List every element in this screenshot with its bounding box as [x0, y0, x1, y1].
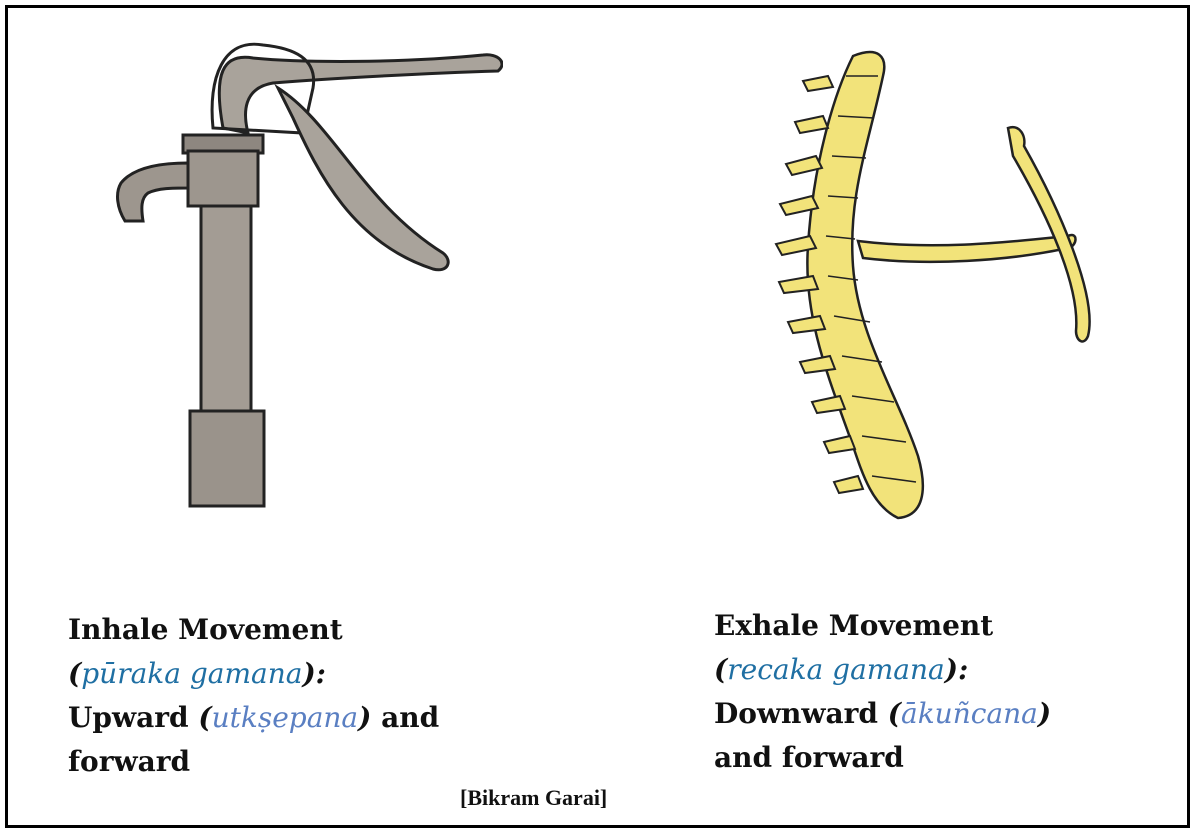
spine-illustration: [758, 36, 1118, 536]
image-credit: [Bikram Garai]: [460, 785, 607, 811]
inhale-sanskrit-term: pūraka gamana: [81, 657, 302, 690]
exhale-title: Exhale Movement: [714, 604, 1051, 648]
exhale-caption: Exhale Movement (recaka gamana): Downwar…: [714, 604, 1051, 780]
exhale-direction-term: ākuñcana: [901, 697, 1038, 730]
inhale-direction-term: utkṣepana: [212, 701, 359, 734]
inhale-caption: Inhale Movement (pūraka gamana): Upward …: [68, 608, 439, 784]
exhale-sanskrit-term: recaka gamana: [727, 653, 944, 686]
exhale-direction-start: Downward: [714, 697, 878, 730]
inhale-direction-line: Upward (utkṣepana) and: [68, 696, 439, 740]
inhale-title: Inhale Movement: [68, 608, 439, 652]
hand-pump-illustration: [103, 33, 503, 533]
exhale-sanskrit-line: (recaka gamana):: [714, 648, 1051, 692]
figure-frame: Inhale Movement (pūraka gamana): Upward …: [5, 5, 1190, 828]
exhale-direction-line: Downward (ākuñcana): [714, 692, 1051, 736]
inhale-direction-line2: forward: [68, 740, 439, 784]
inhale-direction-end: and: [381, 701, 439, 734]
inhale-direction-start: Upward: [68, 701, 189, 734]
inhale-sanskrit-line: (pūraka gamana):: [68, 652, 439, 696]
exhale-direction-line2: and forward: [714, 736, 1051, 780]
